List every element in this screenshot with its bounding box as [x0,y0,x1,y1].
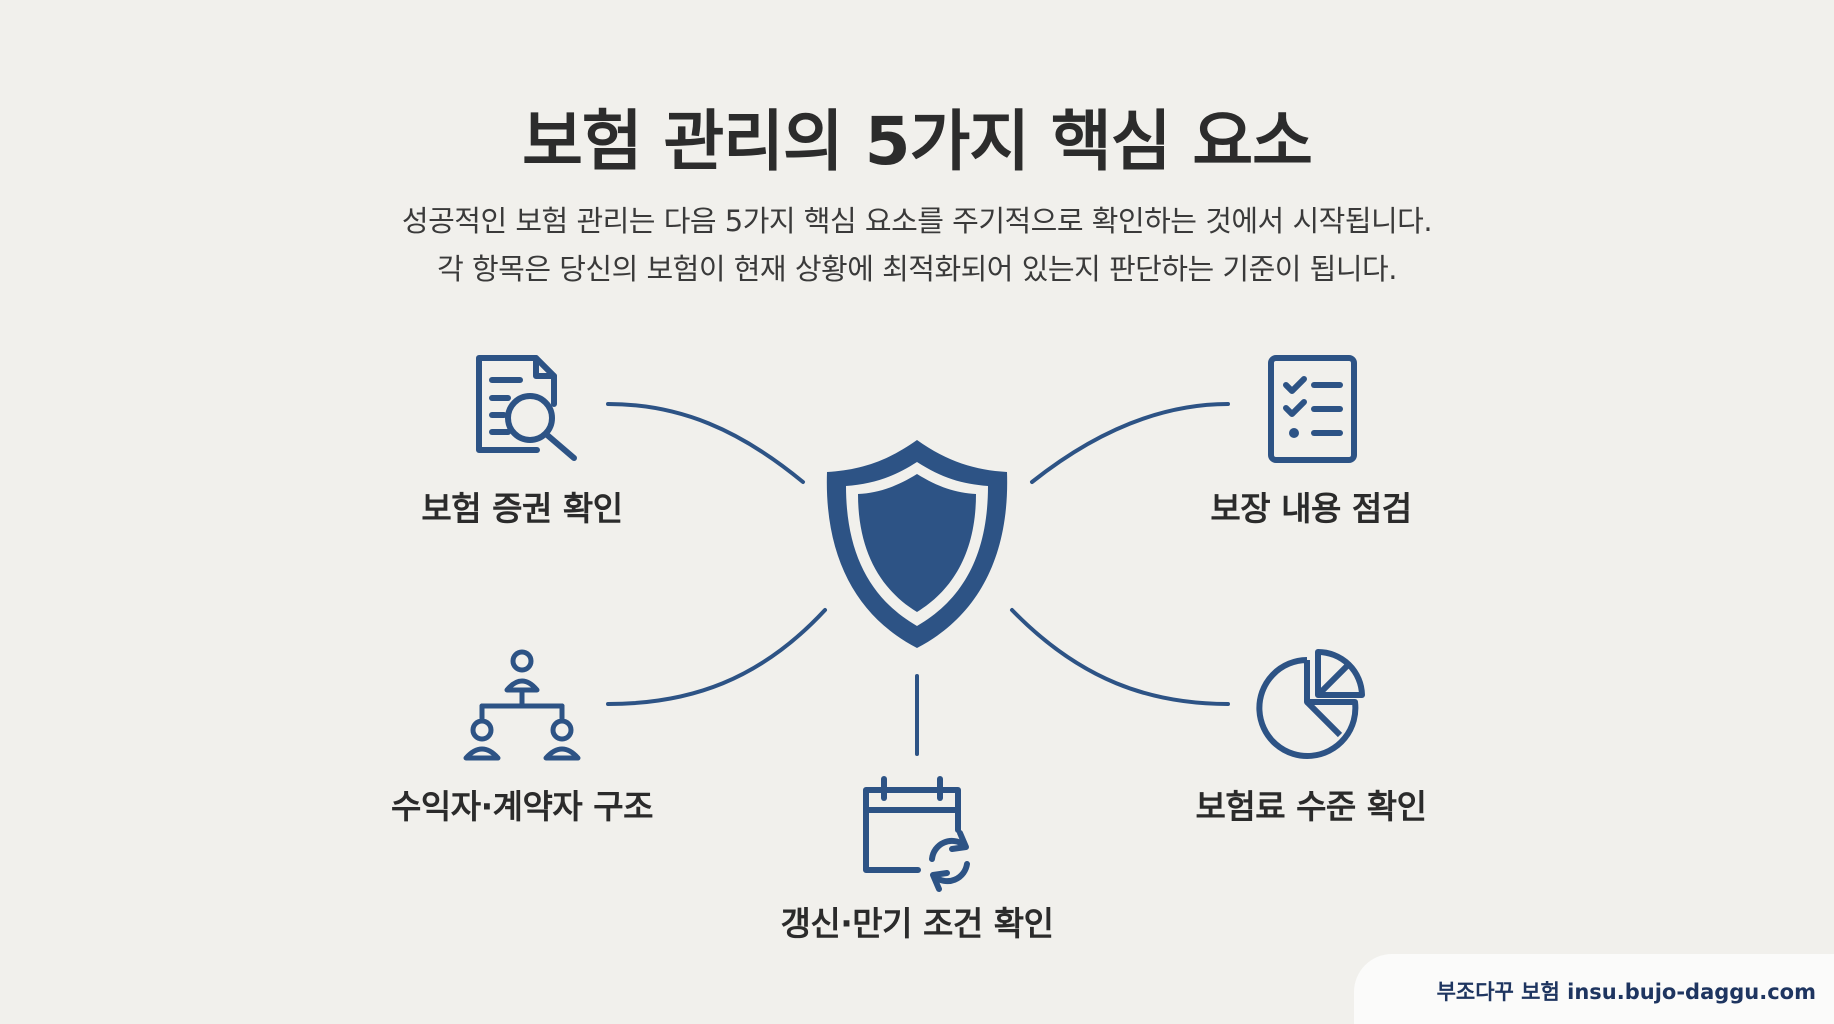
node-label-renewal: 갱신·만기 조건 확인 [780,904,1054,943]
watermark-badge: 부조다꾸 보험 insu.bujo-daggu.com [1354,954,1834,1024]
node-label-beneficiary: 수익자·계약자 구조 [391,787,653,826]
connector-beneficiary [606,608,827,706]
node-label-coverage: 보장 내용 점검 [1210,489,1412,528]
node-label-policy: 보험 증권 확인 [421,489,623,528]
checklist-bullet [1289,428,1299,438]
page-title: 보험 관리의 5가지 핵심 요소 [522,103,1313,180]
shield-icon [826,440,1008,648]
document-search-icon [476,355,577,461]
connector-coverage [1030,402,1230,484]
subtitle-line-1: 성공적인 보험 관리는 다음 5가지 핵심 요소를 주기적으로 확인하는 것에서… [401,204,1433,238]
watermark-text: 부조다꾸 보험 insu.bujo-daggu.com [1436,980,1816,1004]
org-chart-icon [463,649,581,761]
pie-chart-icon [1256,649,1365,759]
subtitle-line-2: 각 항목은 당신의 보험이 현재 상황에 최적화되어 있는지 판단하는 기준이 … [437,252,1397,286]
calendar-refresh-icon [863,776,970,892]
node-label-premium: 보험료 수준 확인 [1195,787,1428,826]
connector-premium [1010,608,1230,706]
checklist-icon [1268,355,1357,463]
connector-policy [606,402,805,484]
